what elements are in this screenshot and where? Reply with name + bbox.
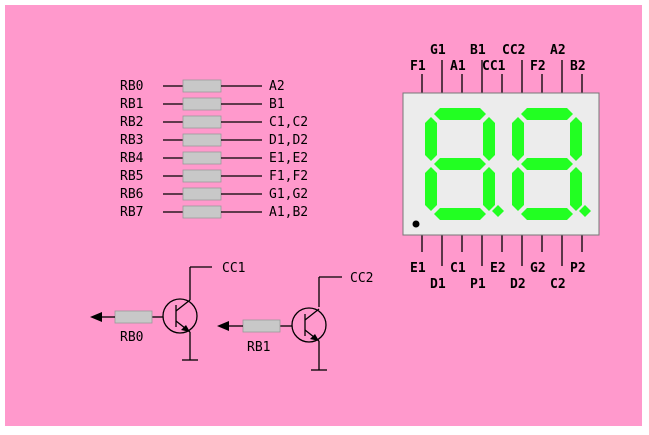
pin-label: CC2 [502,43,525,58]
segment-label: E1,E2 [269,151,308,166]
segment-b [483,117,495,161]
segment-label: B1 [269,97,285,112]
resistor [182,115,222,129]
pin-label: E1 [410,261,426,276]
segment-a [434,108,486,120]
pin-map-row-4: RB4 E1,E2 [120,151,308,166]
segment-dp [579,205,591,217]
resistor [182,97,222,111]
pin-map-row-3: RB3 D1,D2 [120,133,308,148]
pin-label: F1 [410,59,426,74]
pin-label: B1 [470,43,486,58]
pin-map-table: RB0 A2 RB1 B1 RB2 C1,C2 RB3 D1,D2 [120,79,308,220]
resistor [182,205,222,219]
arrow-left-icon [217,321,229,331]
port-label: RB0 [120,79,143,94]
segment-label: A1,B2 [269,205,308,220]
segment-f [425,117,437,161]
pin-label: A1 [450,59,466,74]
resistor [182,133,222,147]
base-label: RB1 [247,340,270,355]
port-label: RB2 [120,115,143,130]
pin-label: E2 [490,261,506,276]
pin-label: F2 [530,59,546,74]
pin-map-row-2: RB2 C1,C2 [120,115,308,130]
segment-label: C1,C2 [269,115,308,130]
resistor [182,79,222,93]
pin-label: CC1 [482,59,506,74]
resistor [182,151,222,165]
arrow-left-icon [90,312,102,322]
pin-map-row-7: RB7 A1,B2 [120,205,308,220]
pin1-marker [412,220,420,228]
segment-g [434,158,486,170]
pin-label: P2 [570,261,586,276]
pin-label: D1 [430,277,446,292]
segment-f [512,117,524,161]
emitter-arrow [181,325,190,332]
base-label: RB0 [120,330,143,345]
segment-c [570,167,582,211]
base-resistor [114,310,153,324]
seven-segment-display: G1 B1 CC2 A2 F1 A1 CC1 F2 B2 [402,43,600,292]
pin-label: B2 [570,59,586,74]
port-label: RB1 [120,97,143,112]
segment-e [425,167,437,211]
segment-label: D1,D2 [269,133,308,148]
digit-1 [425,108,504,220]
resistor [182,169,222,183]
pin-label: P1 [470,277,486,292]
base-resistor [242,319,281,333]
segment-b [570,117,582,161]
pin-map-row-6: RB6 G1,G2 [120,187,308,202]
resistor [182,187,222,201]
segment-dp [492,205,504,217]
segment-d [521,208,573,220]
segment-label: F1,F2 [269,169,308,184]
transistor-symbol [291,307,327,343]
port-label: RB4 [120,151,144,166]
transistor-symbol [162,298,198,334]
pin-label: D2 [510,277,526,292]
pin-map-row-0: RB0 A2 [120,79,285,94]
pin-label: C2 [550,277,566,292]
collector-label: CC1 [222,261,245,276]
port-label: RB6 [120,187,143,202]
pin-label: A2 [550,43,566,58]
segment-c [483,167,495,211]
segment-label: G1,G2 [269,187,308,202]
pin-map-row-1: RB1 B1 [120,97,285,112]
pin-label: C1 [450,261,466,276]
pin-map-row-5: RB5 F1,F2 [120,169,308,184]
port-label: RB5 [120,169,143,184]
collector-label: CC2 [350,271,373,286]
segment-a [521,108,573,120]
transistor-driver-1: CC1 RB0 [90,261,245,361]
emitter-arrow [310,334,319,341]
transistor-driver-2: CC2 RB1 [217,271,373,371]
port-label: RB3 [120,133,143,148]
segment-g [521,158,573,170]
segment-d [434,208,486,220]
pin-label: G1 [430,43,446,58]
pin-label: G2 [530,261,546,276]
port-label: RB7 [120,205,143,220]
segment-label: A2 [269,79,285,94]
segment-e [512,167,524,211]
digit-2 [512,108,591,220]
